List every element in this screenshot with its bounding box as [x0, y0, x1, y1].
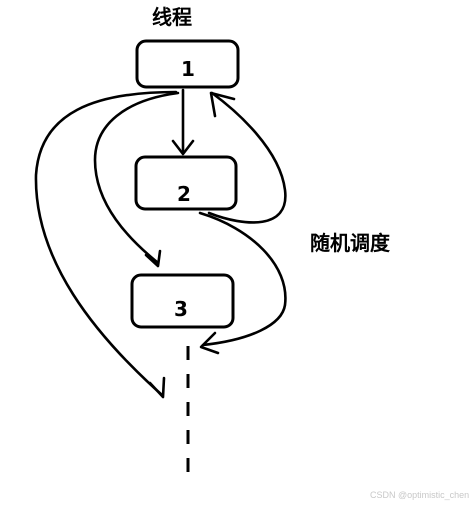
diagram-title: 线程	[152, 5, 192, 29]
thread-box-1: 1	[135, 39, 240, 89]
thread-box-2-label: 2	[177, 182, 191, 206]
arrow-2-to-3	[198, 211, 287, 355]
arrow-1-to-outer	[34, 90, 178, 399]
arrow-2-to-1	[207, 91, 287, 224]
thread-box-2: 2	[134, 155, 238, 211]
scheduling-annotation: 随机调度	[310, 231, 391, 255]
arrow-1-to-3	[93, 91, 180, 268]
watermark-text: CSDN @optimistic_chen	[370, 490, 469, 500]
thread-box-1-label: 1	[181, 57, 195, 81]
thread-box-3-label: 3	[174, 297, 188, 321]
thread-box-3: 3	[130, 273, 235, 329]
arrow-1-to-2	[171, 88, 195, 156]
